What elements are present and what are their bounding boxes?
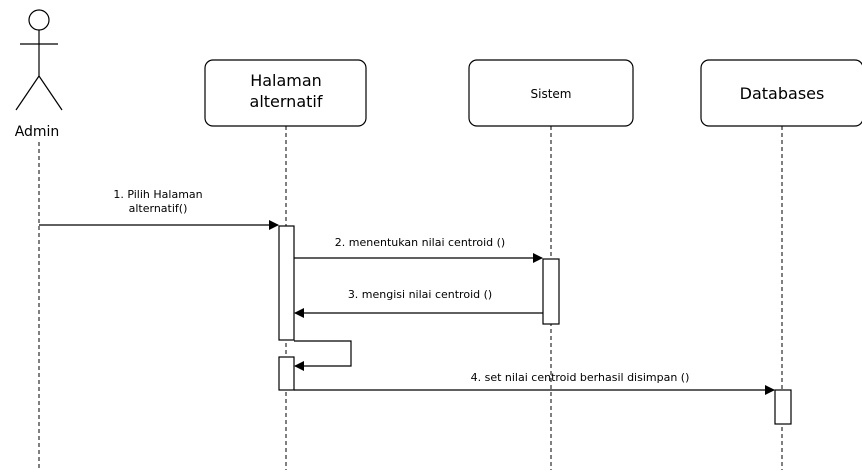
activation-bar-halaman-1 <box>278 225 295 341</box>
participant-box <box>468 59 634 127</box>
actor-right-leg <box>38 75 63 111</box>
participant-databases: Databases <box>700 59 862 127</box>
participant-box <box>204 59 367 127</box>
self-message <box>294 340 352 371</box>
message-1: 1. Pilih Halaman alternatif() <box>39 188 279 230</box>
activation-bar-sistem <box>542 258 560 325</box>
admin-actor: Admin <box>15 9 63 140</box>
actor-label: Admin <box>15 124 60 140</box>
participant-label: Databases <box>740 84 825 103</box>
participant-halaman: Halaman alternatif <box>204 59 367 127</box>
message-label: 3. mengisi nilai centroid () <box>348 288 492 301</box>
participant-box <box>700 59 862 127</box>
message-label: 2. menentukan nilai centroid () <box>335 236 505 249</box>
activation-bar-databases <box>774 389 792 425</box>
message-3: 3. mengisi nilai centroid () <box>294 288 543 318</box>
participant-sistem: Sistem <box>468 59 634 127</box>
participant-label: Sistem <box>531 87 572 101</box>
participant-label-line2: alternatif <box>250 92 323 111</box>
actor-head <box>28 9 50 31</box>
message-label: 4. set nilai centroid berhasil disimpan … <box>471 371 690 384</box>
message-2: 2. menentukan nilai centroid () <box>294 236 543 263</box>
message-4: 4. set nilai centroid berhasil disimpan … <box>294 371 775 395</box>
participant-label-line1: Halaman <box>250 71 322 90</box>
message-label-line2: alternatif() <box>129 202 188 215</box>
self-message-arrow <box>294 340 352 371</box>
actor-left-leg <box>15 75 40 111</box>
activation-bar-halaman-2 <box>278 356 295 391</box>
message-label-line1: 1. Pilih Halaman <box>113 188 202 201</box>
